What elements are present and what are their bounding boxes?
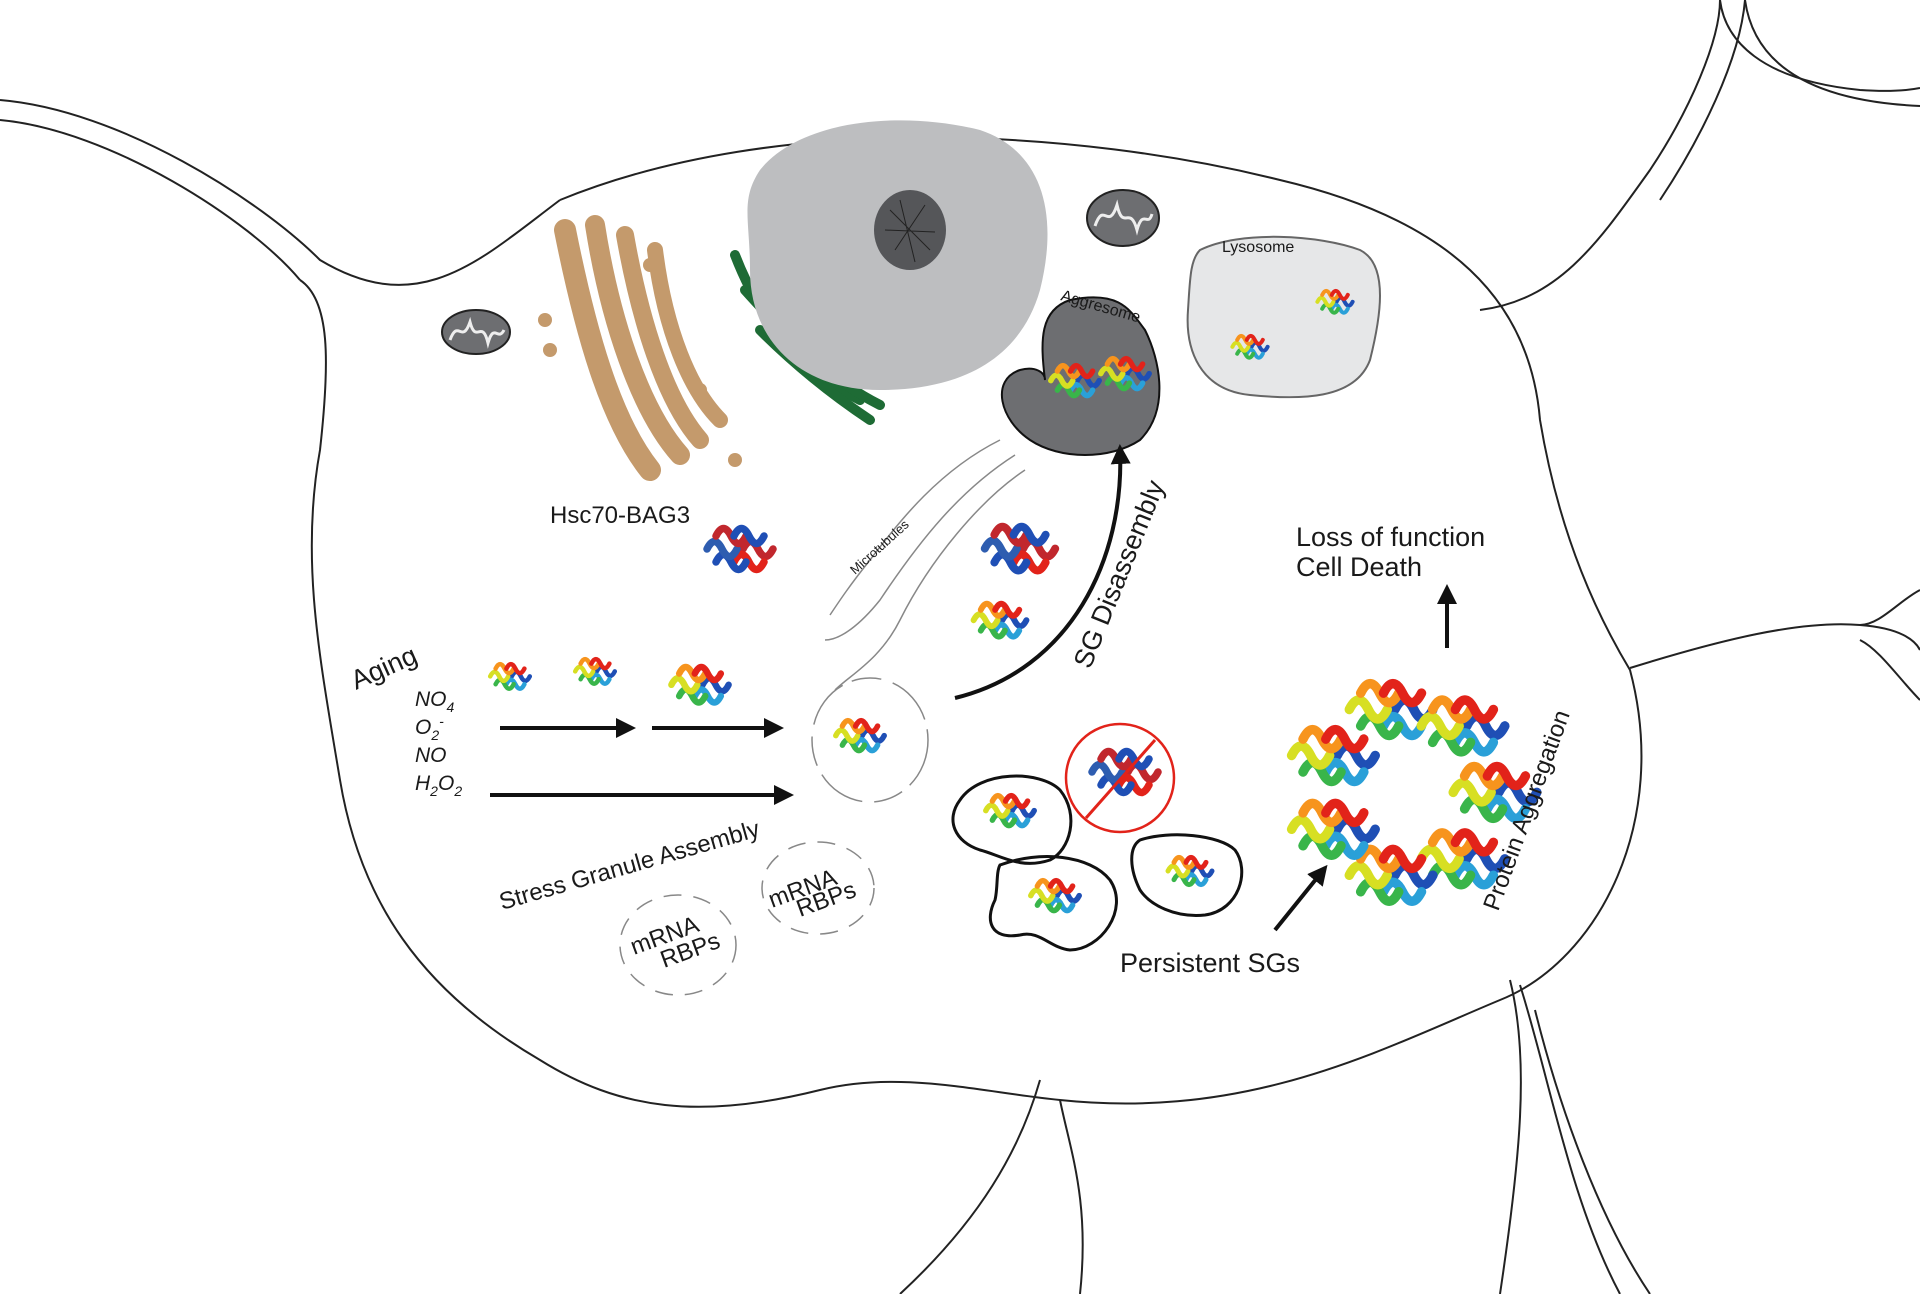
protein-structure — [1448, 761, 1542, 823]
protein-structure — [970, 600, 1030, 640]
protein-structure — [1286, 798, 1380, 860]
microtubules — [824, 439, 1026, 691]
protein-structure — [1098, 355, 1152, 392]
cell-death-label: Cell Death — [1296, 552, 1422, 582]
stress-granule-assembly-label: Stress Granule Assembly — [496, 816, 762, 916]
persistent-sgs-label: Persistent SGs — [1120, 948, 1300, 978]
protein-structure — [487, 661, 533, 691]
aging-label: Aging — [346, 640, 421, 695]
golgi-vesicle — [538, 313, 552, 327]
protein-structure — [983, 792, 1037, 829]
stress-granule — [811, 677, 929, 803]
protein-structure — [1048, 362, 1102, 399]
protein-structure — [1416, 695, 1510, 757]
chem-h2o2: H2O2 — [415, 772, 462, 799]
loss-of-function-label: Loss of function — [1296, 522, 1485, 552]
golgi-vesicle — [543, 343, 557, 357]
hsc70-bag3-structure — [703, 524, 777, 574]
protein-structure — [1416, 828, 1510, 890]
golgi-apparatus — [538, 215, 742, 481]
sg-disassembly-arrow — [954, 444, 1131, 700]
golgi-cisterna — [554, 219, 661, 481]
protein-structure — [1344, 844, 1438, 906]
protein-structure — [668, 663, 732, 706]
golgi-cisterna — [585, 215, 690, 465]
protein-structure — [1315, 288, 1355, 315]
hsc70-bag3-structure — [1088, 747, 1162, 797]
mitochondrion-left — [441, 309, 511, 355]
protein-structure — [572, 656, 618, 686]
persistent-sg-blobs — [951, 774, 1244, 952]
lysosome-label: Lysosome — [1222, 239, 1294, 256]
mitochondrion-right — [1086, 189, 1160, 247]
chem-o2-superoxide: O2- — [415, 713, 444, 743]
golgi-cisterna — [616, 226, 709, 449]
hsc70-bag3-label: Hsc70-BAG3 — [550, 502, 690, 529]
golgi-cisterna — [647, 242, 728, 428]
hsc70-bag3-structure — [980, 522, 1060, 575]
chem-no4: NO4 — [415, 688, 455, 715]
golgi-vesicle — [728, 453, 742, 467]
golgi-vesicle — [643, 258, 657, 272]
protein-structure — [1028, 877, 1082, 914]
cell-membrane — [299, 136, 1643, 1108]
protein-structures — [487, 288, 1542, 914]
protein-structure — [1286, 724, 1380, 787]
protein-structure — [833, 717, 887, 754]
golgi-vesicle — [693, 383, 707, 397]
lysosome — [1186, 235, 1381, 399]
protein-structure — [1230, 333, 1270, 360]
arrow-to-aggregation — [1273, 864, 1328, 932]
inhibited-hsc70-bag3 — [1064, 722, 1176, 834]
mrna-rbp-granule-2 — [761, 841, 875, 935]
chem-no: NO — [415, 744, 447, 767]
protein-structure — [1165, 854, 1215, 888]
nucleolus — [874, 190, 946, 270]
mrna-rbp-granule-1 — [619, 894, 737, 996]
